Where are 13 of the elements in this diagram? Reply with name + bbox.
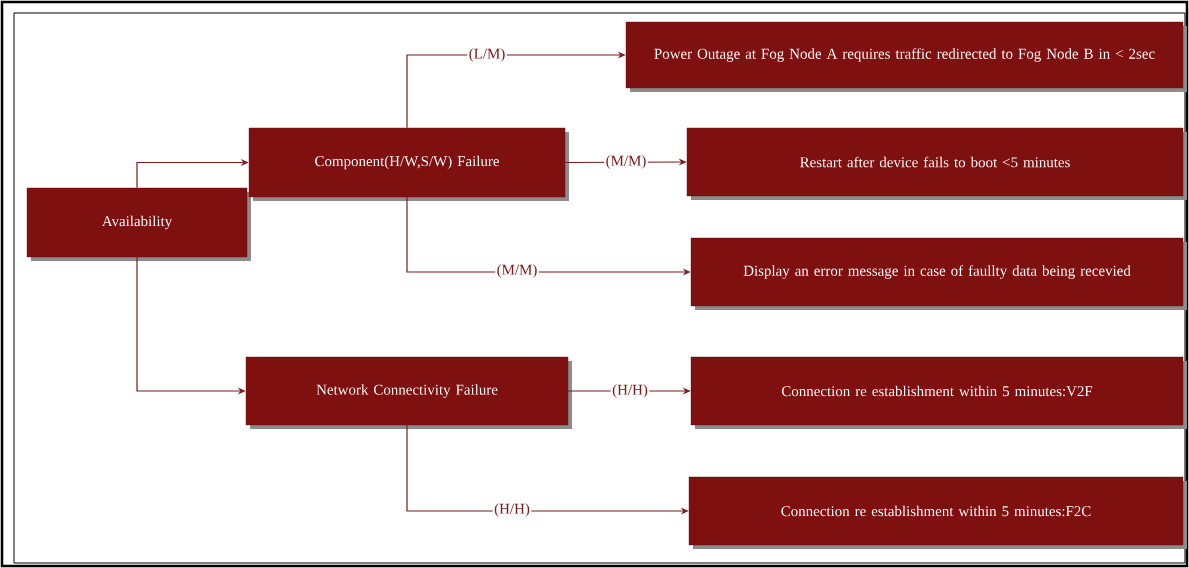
process-box: Restart after device fails to boot <5 minutes <box>686 127 1187 200</box>
process-box: Component(H/W,S/W) Failure <box>248 127 569 201</box>
process-box: Display an error message in case of faullty data being recevied <box>690 237 1187 310</box>
edge-label: (H/H) <box>610 382 650 400</box>
edge-label: (M/M) <box>495 262 539 280</box>
edge-label: (M/M) <box>604 153 648 171</box>
process-box: Availability <box>26 187 251 261</box>
edge-label: (H/H) <box>492 501 532 519</box>
edge-label: (L/M) <box>467 46 507 64</box>
process-box: Power Outage at Fog Node A requires traffic redirected to Fog Node B in < 2sec <box>625 21 1187 92</box>
process-box: Connection re establishment within 5 minutes:F2C <box>688 476 1187 549</box>
process-box: Network Connectivity Failure <box>245 356 572 429</box>
process-box: Connection re establishment within 5 minutes:V2F <box>690 356 1187 429</box>
